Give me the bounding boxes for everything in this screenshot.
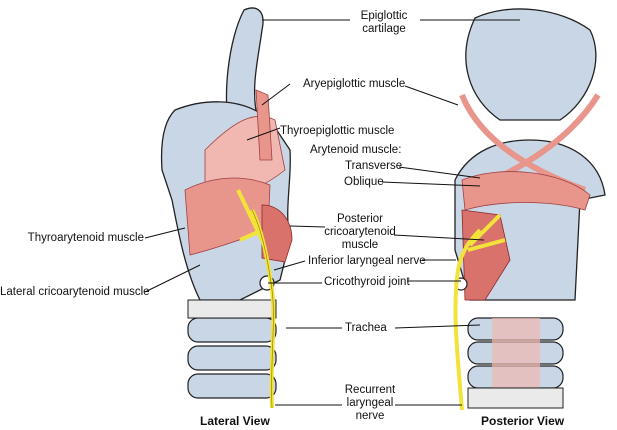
label-line: laryngeal <box>346 397 394 409</box>
label-line: muscle <box>341 239 379 251</box>
leader-lines <box>144 19 520 406</box>
lateral-view-drawing <box>160 7 293 409</box>
label-epiglottic-cartilage: Epiglottic cartilage <box>344 10 424 36</box>
label-posterior-cricoarytenoid-muscle: Posterior cricoarytenoid muscle <box>320 213 400 252</box>
label-line: cricoarytenoid <box>324 226 396 238</box>
posterior-trachea <box>467 317 564 409</box>
label-oblique: Oblique <box>344 176 384 188</box>
label-line: cartilage <box>362 23 406 35</box>
lateral-view-caption: Lateral View <box>200 414 270 428</box>
posterior-arytenoid-muscle <box>461 171 591 211</box>
label-line: Epiglottic <box>360 10 408 22</box>
label-thyroarytenoid-muscle: Thyroarytenoid muscle <box>27 232 144 244</box>
label-arytenoid-muscle: Arytenoid muscle: <box>310 144 402 156</box>
label-recurrent-laryngeal-nerve: Recurrent laryngeal nerve <box>335 384 405 423</box>
lateral-posterior-cricoarytenoid-muscle <box>261 204 293 263</box>
posterior-view-caption: Posterior View <box>481 414 565 428</box>
label-aryepiglottic-muscle: Aryepiglottic muscle <box>303 78 406 90</box>
label-lateral-cricoarytenoid-muscle: Lateral cricoarytenoid muscle <box>0 286 150 298</box>
label-cricothyroid-joint: Cricothyroid joint <box>324 276 410 288</box>
label-trachea: Trachea <box>345 322 387 334</box>
label-inferior-laryngeal-nerve: Inferior laryngeal nerve <box>308 255 426 267</box>
posterior-view-drawing <box>453 8 606 411</box>
label-line: Posterior <box>336 213 384 225</box>
lateral-epiglottis <box>225 7 264 131</box>
label-thyroepiglottic-muscle: Thyroepiglottic muscle <box>280 125 395 137</box>
lateral-aryepiglottic-muscle <box>255 89 273 161</box>
label-line: nerve <box>355 410 385 422</box>
label-line: Recurrent <box>344 384 396 396</box>
posterior-epiglottis <box>465 8 597 121</box>
lateral-trachea <box>187 299 277 399</box>
label-transverse: Transverse <box>345 160 403 172</box>
